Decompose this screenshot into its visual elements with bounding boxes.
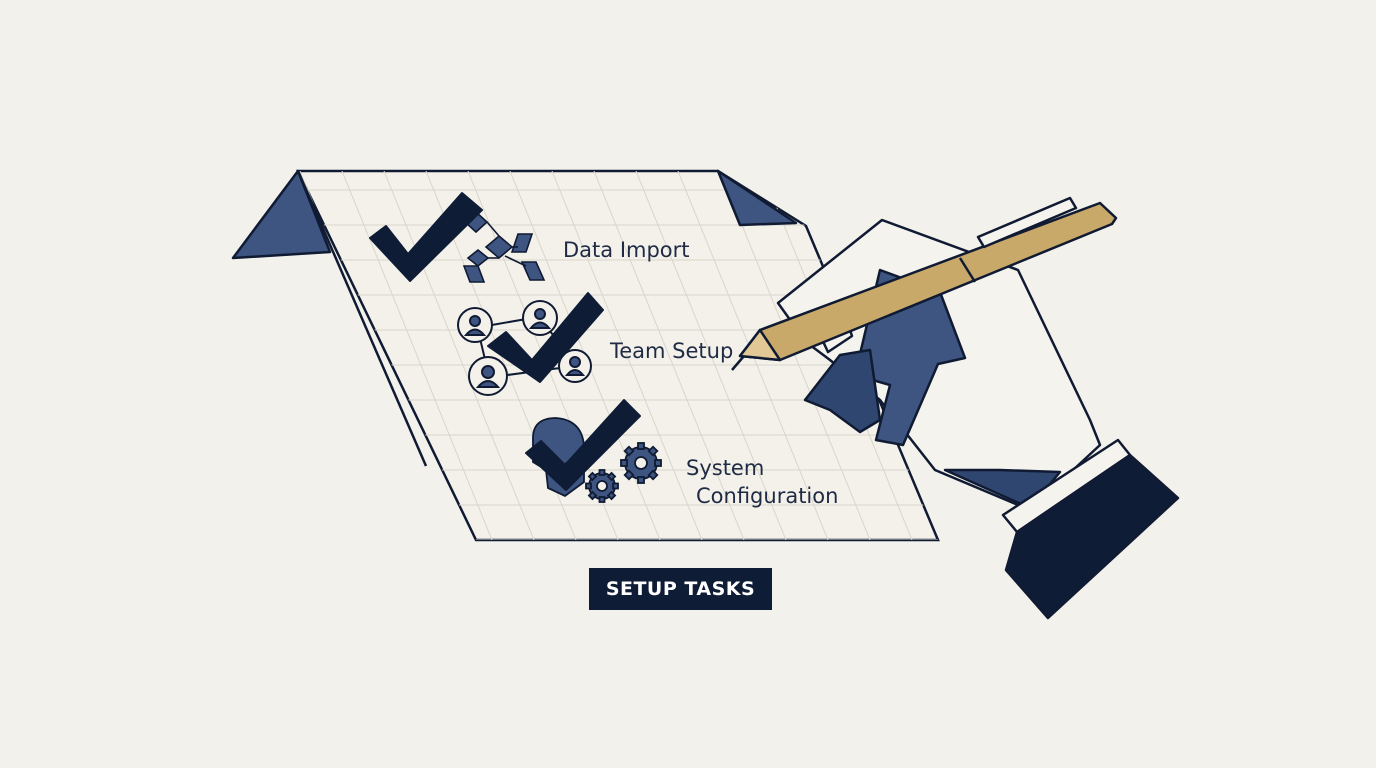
task-label-system-configuration: System Configuration <box>686 454 866 510</box>
paper-fold-left <box>231 169 332 260</box>
pen-icon <box>731 196 1118 371</box>
flowchart-icon <box>462 210 546 283</box>
team-network-icon <box>457 300 592 396</box>
check-mark-icon <box>525 399 641 491</box>
task-label-line: Configuration <box>696 484 839 508</box>
check-mark-icon <box>487 292 604 383</box>
paper-fold-right <box>716 169 798 227</box>
setup-tasks-tag: SETUP TASKS <box>589 568 772 610</box>
task-label-data-import: Data Import <box>563 238 690 262</box>
task-label-line: System <box>686 456 765 480</box>
check-mark-icon <box>369 192 483 282</box>
task-label-team-setup: Team Setup <box>610 339 734 363</box>
